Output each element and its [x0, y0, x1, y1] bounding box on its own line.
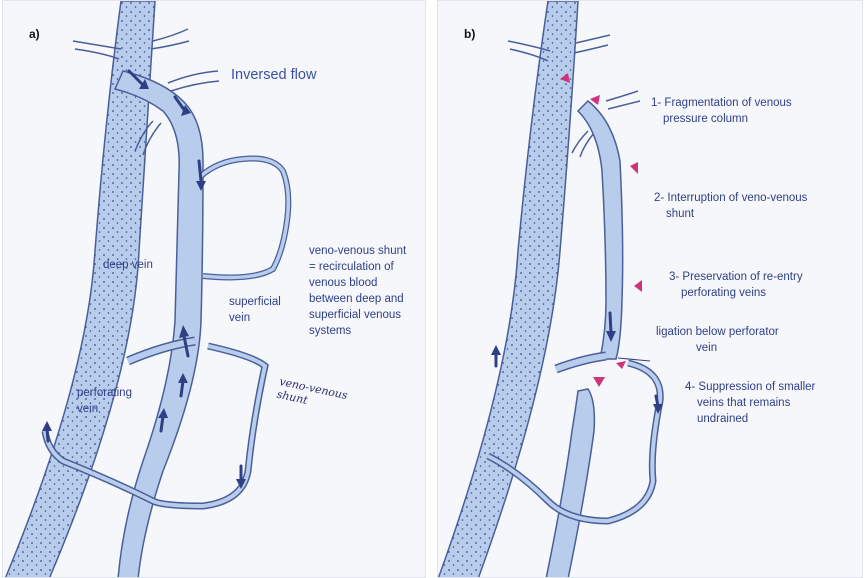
ligation-label-line: ligation below perforator	[656, 326, 779, 338]
panel-a-tag: a)	[29, 27, 40, 41]
panel-a-title: Inversed flow	[231, 67, 317, 83]
step-2-line: shunt	[666, 208, 695, 220]
panel-a-illustration	[5, 1, 292, 577]
top-branches	[507, 34, 641, 158]
superficial-vein-label: superficial vein	[229, 294, 281, 326]
step-3-line: 3- Preservation of re-entry	[669, 271, 803, 283]
shunt-description-line: superficial venous	[309, 309, 402, 321]
step-4-label: 4- Suppression of smaller veins that rem…	[685, 379, 815, 427]
ligation-label-line: vein	[696, 342, 718, 354]
panel-a: a) Inversed flow deep vein superficial v…	[2, 0, 426, 578]
step-3-label: 3- Preservation of re-entry perforating …	[669, 269, 803, 301]
top-branches	[72, 28, 220, 156]
step-1-line: pressure column	[663, 113, 749, 125]
shunt-description-line: systems	[309, 325, 352, 337]
superficial-vein-upper	[576, 99, 624, 360]
perforating-vein-label: perforating vein	[77, 385, 132, 417]
deep-vein-label: deep vein	[103, 259, 153, 271]
flow-arrows	[42, 69, 246, 489]
ligation-label: ligation below perforator vein	[656, 324, 779, 356]
perforating-vein-label-line: vein	[77, 403, 99, 415]
shunt-description-line: = recirculation of	[309, 261, 394, 273]
upper-shunt-loop	[199, 155, 292, 281]
step-4-line: undrained	[697, 413, 749, 425]
superficial-vein-label-line: superficial	[229, 296, 281, 308]
shunt-description-line: veno-venous shunt	[309, 245, 407, 257]
step-4-line: veins that remains	[697, 397, 791, 409]
shunt-description-line: venous blood	[309, 277, 378, 289]
shunt-description-line: between deep and	[309, 293, 404, 305]
ligation-pointer	[617, 357, 651, 362]
superficial-vein-lower	[545, 388, 596, 577]
deep-vein-shape	[5, 1, 156, 577]
superficial-vein-label-line: vein	[229, 312, 251, 324]
perforating-vein-label-line: perforating	[77, 387, 132, 399]
step-4-line: 4- Suppression of smaller	[685, 381, 816, 393]
step-1-label: 1- Fragmentation of venous pressure colu…	[651, 95, 792, 127]
shunt-description: veno-venous shunt = recirculation of ven…	[309, 243, 406, 339]
superficial-vein-shape	[113, 70, 204, 577]
step-3-line: perforating veins	[681, 287, 767, 299]
panel-b-illustration	[438, 1, 664, 577]
step-2-line: 2- Interruption of veno-venous	[654, 192, 808, 204]
flow-arrows	[491, 311, 663, 414]
deep-vein-shape	[438, 1, 579, 577]
panel-b: b) 1- Fragmentation of venous pressure c…	[437, 0, 863, 578]
panel-b-tag: b)	[464, 27, 476, 41]
ligation-marks	[560, 73, 642, 387]
step-1-line: 1- Fragmentation of venous	[651, 97, 792, 109]
step-2-label: 2- Interruption of veno-venous shunt	[654, 190, 807, 222]
